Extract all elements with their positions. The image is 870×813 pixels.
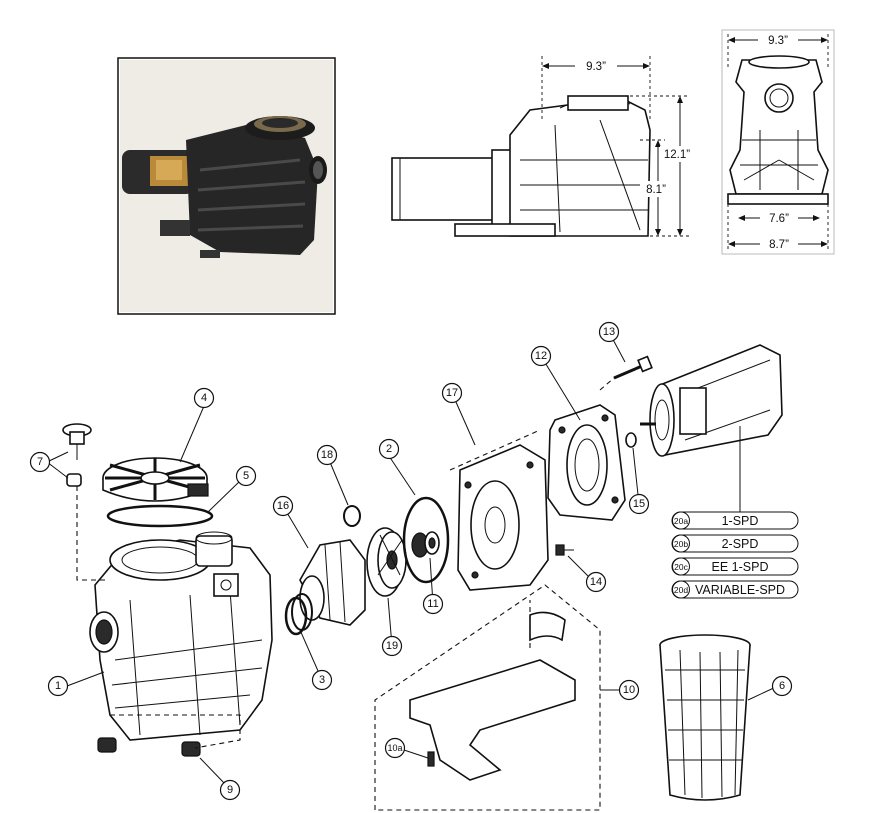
side-height-total-label: 12.1” — [664, 149, 690, 161]
svg-text:2: 2 — [386, 443, 392, 455]
svg-text:1-SPD: 1-SPD — [722, 514, 759, 528]
part-10-motor-support-group — [374, 584, 601, 811]
svg-text:11: 11 — [427, 598, 438, 610]
svg-text:20b: 20b — [674, 539, 688, 549]
svg-text:5: 5 — [243, 470, 249, 482]
part-17-seal-plate — [457, 444, 549, 591]
callout-1: 1 — [47, 675, 69, 697]
side-width-label: 9.3” — [586, 61, 606, 73]
motor-option-20a: 20a 1-SPD — [671, 511, 799, 530]
svg-text:20a: 20a — [674, 516, 688, 526]
side-height-inlet-label: 8.1” — [646, 184, 666, 196]
callout-5: 5 — [235, 465, 257, 487]
part-16-diffuser — [299, 539, 366, 626]
side-view-drawing: 9.3” 12.1” 8.1” — [391, 56, 700, 237]
svg-text:12: 12 — [535, 350, 547, 362]
svg-text:18: 18 — [321, 449, 333, 461]
svg-text:3: 3 — [319, 674, 325, 686]
front-view-drawing: 9.3” 7.6” 8.7” — [721, 29, 835, 255]
svg-text:10a: 10a — [387, 743, 402, 753]
svg-text:VARIABLE-SPD: VARIABLE-SPD — [695, 583, 785, 597]
svg-text:10: 10 — [623, 684, 635, 696]
part-12-motor-adapter — [547, 404, 626, 521]
part-14-screw — [555, 544, 574, 556]
part-1-pump-housing — [89, 531, 273, 741]
part-6-strainer-basket — [659, 634, 751, 801]
svg-text:6: 6 — [779, 680, 785, 692]
svg-text:16: 16 — [277, 500, 289, 512]
part-4-strainer-lid — [102, 457, 209, 502]
part-7-drain-plug-knob — [62, 423, 92, 487]
part-20-motor — [640, 344, 783, 457]
part-3-diffuser-o-ring — [284, 593, 313, 636]
svg-text:2-SPD: 2-SPD — [722, 537, 759, 551]
svg-text:14: 14 — [590, 576, 602, 588]
assembly-line-plug — [76, 486, 105, 581]
front-base-outer-label: 8.7” — [769, 239, 789, 251]
callout-14: 14 — [585, 571, 607, 593]
pump-photo — [117, 57, 336, 315]
motor-option-20c: 20c EE 1-SPD — [671, 557, 799, 576]
svg-text:15: 15 — [633, 498, 645, 510]
callout-15: 15 — [628, 493, 650, 515]
callout-13: 13 — [598, 321, 620, 343]
callout-17: 17 — [441, 382, 463, 404]
callout-11: 11 — [422, 593, 444, 615]
motor-option-20b: 20b 2-SPD — [671, 534, 799, 553]
callout-12: 12 — [530, 345, 552, 367]
assembly-line-bolt — [599, 377, 615, 391]
callout-18: 18 — [316, 444, 338, 466]
part-13-bolt — [613, 355, 653, 380]
motor-option-20d: 20d VARIABLE-SPD — [671, 580, 799, 599]
front-base-inner-label: 7.6” — [769, 213, 789, 225]
callout-10: 10 — [618, 679, 640, 701]
assembly-line-drain — [110, 714, 241, 749]
part-19-impeller — [366, 527, 407, 597]
part-9-drain-plugs — [97, 737, 201, 757]
callout-2: 2 — [378, 438, 400, 460]
svg-text:4: 4 — [201, 392, 207, 404]
part-18-small-o-ring — [343, 505, 361, 527]
callout-16: 16 — [272, 495, 294, 517]
svg-text:13: 13 — [603, 326, 615, 338]
svg-text:7: 7 — [37, 456, 43, 468]
part-2-seal-plate-o-ring — [402, 496, 450, 584]
callout-7: 7 — [29, 451, 51, 473]
callout-3: 3 — [311, 669, 333, 691]
svg-text:20d: 20d — [674, 585, 688, 595]
svg-text:9: 9 — [227, 784, 233, 796]
part-11-shaft-seal — [411, 531, 440, 558]
svg-text:EE 1-SPD: EE 1-SPD — [712, 560, 769, 574]
svg-text:19: 19 — [386, 640, 398, 652]
svg-text:17: 17 — [446, 387, 458, 399]
callout-4: 4 — [193, 387, 215, 409]
svg-text:1: 1 — [55, 680, 61, 692]
callout-19: 19 — [381, 635, 403, 657]
part-15-washer — [625, 432, 637, 448]
assembly-line-shaft — [449, 429, 541, 471]
svg-text:20c: 20c — [674, 562, 688, 572]
callout-6: 6 — [771, 675, 793, 697]
motor-options-list: 20a 1-SPD 20b 2-SPD 20c EE 1-SPD 20d VAR… — [671, 511, 799, 599]
callout-9: 9 — [219, 779, 241, 801]
front-width-label: 9.3” — [768, 35, 788, 47]
callout-10a: 10a — [384, 737, 406, 759]
part-5-lid-o-ring — [106, 504, 214, 528]
